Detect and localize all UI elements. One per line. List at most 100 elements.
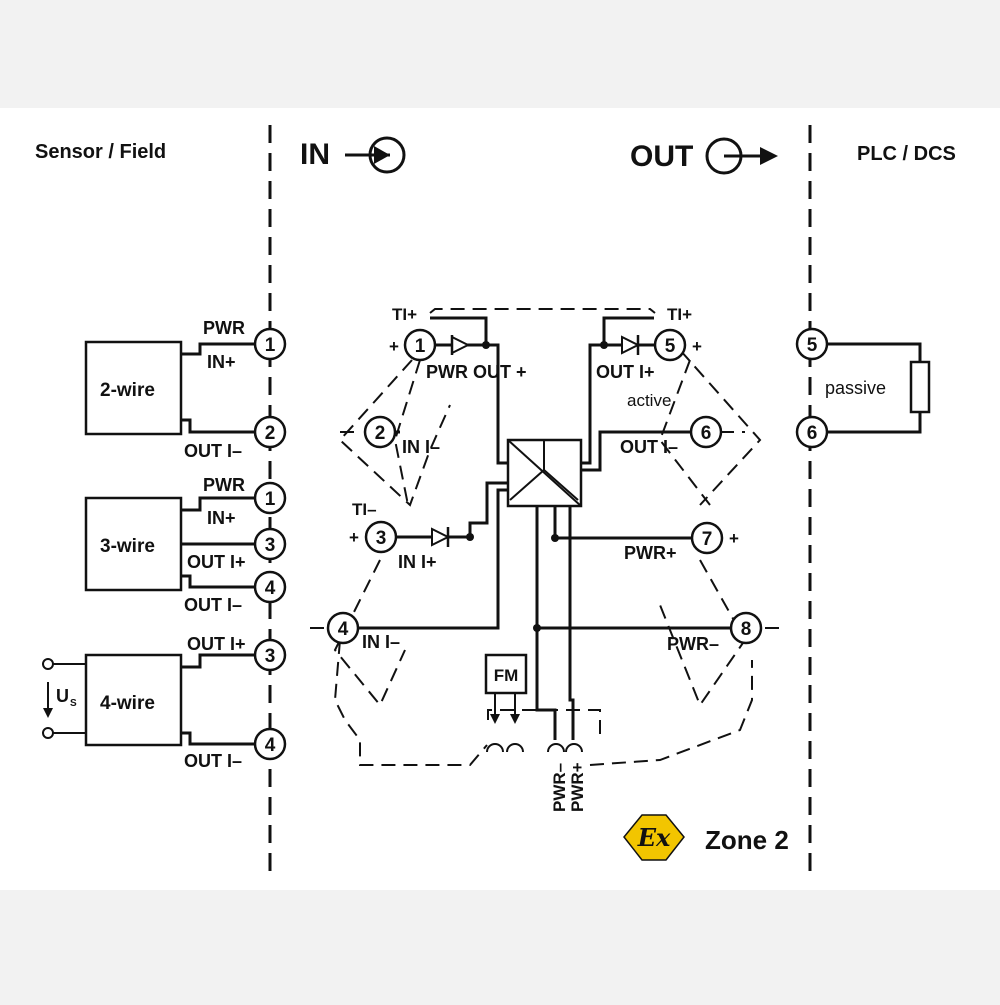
module-terminal-1 (403, 328, 437, 362)
ex-mark: Ex (637, 823, 671, 852)
label-3w-in-plus: IN+ (207, 508, 236, 528)
label-pwr-plus: PWR+ (624, 543, 677, 563)
terminal-3w-3 (253, 527, 287, 561)
label-out-i-plus: OUT I+ (596, 362, 655, 382)
label-ti-plus-right: TI+ (667, 305, 692, 324)
diode-in-i-plus-icon (431, 527, 451, 547)
resistor-load-icon (909, 360, 931, 414)
header-sensor-field: Sensor / Field (35, 141, 166, 163)
label-pwr-plus-bottom: PWR+ (568, 762, 587, 812)
module-terminal-4 (326, 611, 360, 645)
module-wiring (359, 316, 730, 740)
plc-terminal-6-label: 6 (807, 423, 818, 444)
label-3w-out-i-plus: OUT I+ (187, 552, 246, 572)
label-pwr-minus: PWR– (667, 634, 719, 654)
label-in-i-plus: IN I+ (398, 552, 437, 572)
label-in-i-minus-2: IN I– (402, 437, 440, 457)
label-us-sub: S (70, 698, 77, 709)
label-4w-out-i-minus: OUT I– (184, 751, 242, 771)
zone-label: Zone 2 (705, 825, 789, 855)
module-terminal-7-label: 7 (702, 529, 713, 550)
terminal-2w-1 (253, 327, 287, 361)
supply-us-icon (42, 658, 86, 739)
terminal-4w-4-label: 4 (265, 735, 276, 756)
label-pwr-minus-bottom: PWR– (550, 763, 569, 812)
label-in-i-minus-4: IN I– (362, 632, 400, 652)
wire-2w-pwr (181, 342, 254, 356)
wire-3w-pwr (181, 496, 254, 512)
module-terminal-6 (689, 415, 723, 449)
label-out-i-minus: OUT I– (620, 437, 678, 457)
terminal-4w-3-label: 3 (265, 646, 276, 667)
diode-pwr-out-icon (450, 335, 471, 355)
plc-terminal-5 (795, 327, 829, 361)
label-2w-pwr: PWR (203, 318, 245, 338)
label-4w-out-i-plus: OUT I+ (187, 634, 246, 654)
sensor-2-wire-box (84, 340, 183, 436)
sensor-3-wire-label: 3-wire (100, 536, 155, 557)
module-housing-dashed (310, 308, 780, 766)
wire-3w-out-minus (181, 574, 254, 589)
fm-contacts-icon (486, 693, 583, 753)
label-ti-minus: TI– (352, 500, 377, 519)
wire-4w-out-plus (181, 653, 254, 669)
sensor-4-wire-label: 4-wire (100, 693, 155, 714)
wire-plc-5 (828, 342, 922, 362)
label-plus-t1: + (389, 337, 399, 356)
sensor-3-wire-box (84, 496, 183, 592)
plc-terminal-6 (795, 415, 829, 449)
wire-plc-6 (828, 412, 922, 434)
terminal-2w-1-label: 1 (265, 335, 276, 356)
wire-2w-out (181, 418, 254, 434)
module-terminal-2 (363, 415, 397, 449)
converter-block (506, 438, 583, 508)
module-terminal-1-label: 1 (415, 336, 426, 357)
fm-label: FM (494, 666, 519, 685)
label-us: U (56, 686, 69, 706)
fm-block (484, 653, 528, 695)
label-plus-t5: + (692, 337, 702, 356)
module-terminal-8 (729, 611, 763, 645)
module-terminal-5 (653, 328, 687, 362)
label-pwr-out-plus: PWR OUT + (426, 362, 527, 382)
plc-terminal-5-label: 5 (807, 335, 818, 356)
module-terminal-3 (364, 520, 398, 554)
ex-hazard-icon: Ex (623, 814, 685, 861)
label-3w-pwr: PWR (203, 475, 245, 495)
terminal-2w-2 (253, 415, 287, 449)
module-terminal-3-label: 3 (376, 528, 387, 549)
module-terminal-7 (690, 521, 724, 555)
label-3w-out-i-minus: OUT I– (184, 595, 242, 615)
label-2w-out-i-minus: OUT I– (184, 441, 242, 461)
in-arrow-icon (345, 136, 406, 174)
header-in: IN (300, 138, 330, 171)
header-plc-dcs: PLC / DCS (857, 143, 956, 165)
terminal-2w-2-label: 2 (265, 423, 276, 444)
module-terminal-5-label: 5 (665, 336, 676, 357)
sensor-4-wire-box (84, 653, 183, 747)
terminal-3w-3-label: 3 (265, 535, 276, 556)
out-arrow-icon (705, 137, 778, 175)
label-ti-plus-left: TI+ (392, 305, 417, 324)
terminal-4w-3 (253, 638, 287, 672)
module-terminal-8-label: 8 (741, 619, 752, 640)
label-passive: passive (825, 378, 886, 398)
diode-out-i-plus-icon (621, 335, 641, 355)
wire-4w-out-minus (181, 731, 254, 746)
module-terminal-6-label: 6 (701, 423, 712, 444)
label-plus-t7: + (729, 529, 739, 548)
terminal-3w-1-label: 1 (265, 489, 276, 510)
terminal-3w-1 (253, 481, 287, 515)
terminal-4w-4 (253, 727, 287, 761)
label-plus-t3: + (349, 528, 359, 547)
module-terminal-4-label: 4 (338, 619, 349, 640)
label-active: active (627, 391, 671, 410)
label-2w-in-plus: IN+ (207, 352, 236, 372)
terminal-3w-4-label: 4 (265, 578, 276, 599)
sensor-2-wire-label: 2-wire (100, 380, 155, 401)
terminal-3w-4 (253, 570, 287, 604)
header-out: OUT (630, 140, 693, 173)
module-terminal-2-label: 2 (375, 423, 386, 444)
